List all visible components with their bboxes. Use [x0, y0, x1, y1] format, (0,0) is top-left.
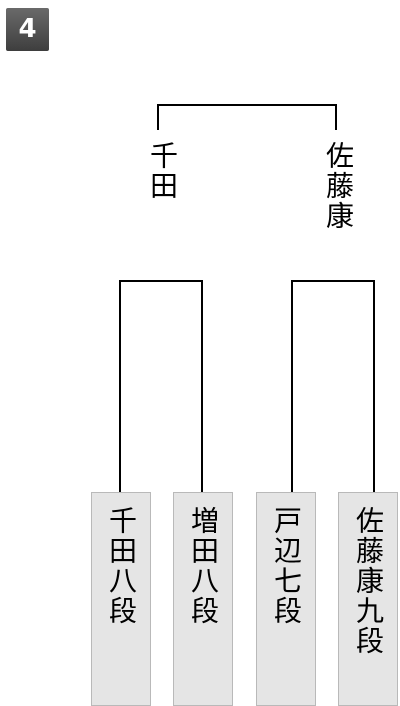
- semifinalist-right: 佐藤康: [322, 141, 355, 231]
- round-number-badge: 4: [6, 8, 49, 51]
- player-name: 佐藤康九段: [352, 506, 385, 656]
- semifinalist-left: 千田: [146, 141, 179, 201]
- player-name: 戸辺七段: [270, 506, 303, 626]
- player-box: 佐藤康九段: [338, 492, 398, 706]
- player-name: 千田八段: [105, 506, 138, 626]
- player-box: 千田八段: [91, 492, 151, 706]
- right-match-connector: [291, 280, 375, 492]
- final-connector: [157, 104, 337, 130]
- left-match-connector: [119, 280, 203, 492]
- player-box: 増田八段: [173, 492, 233, 706]
- player-name: 増田八段: [187, 506, 220, 626]
- player-box: 戸辺七段: [256, 492, 316, 706]
